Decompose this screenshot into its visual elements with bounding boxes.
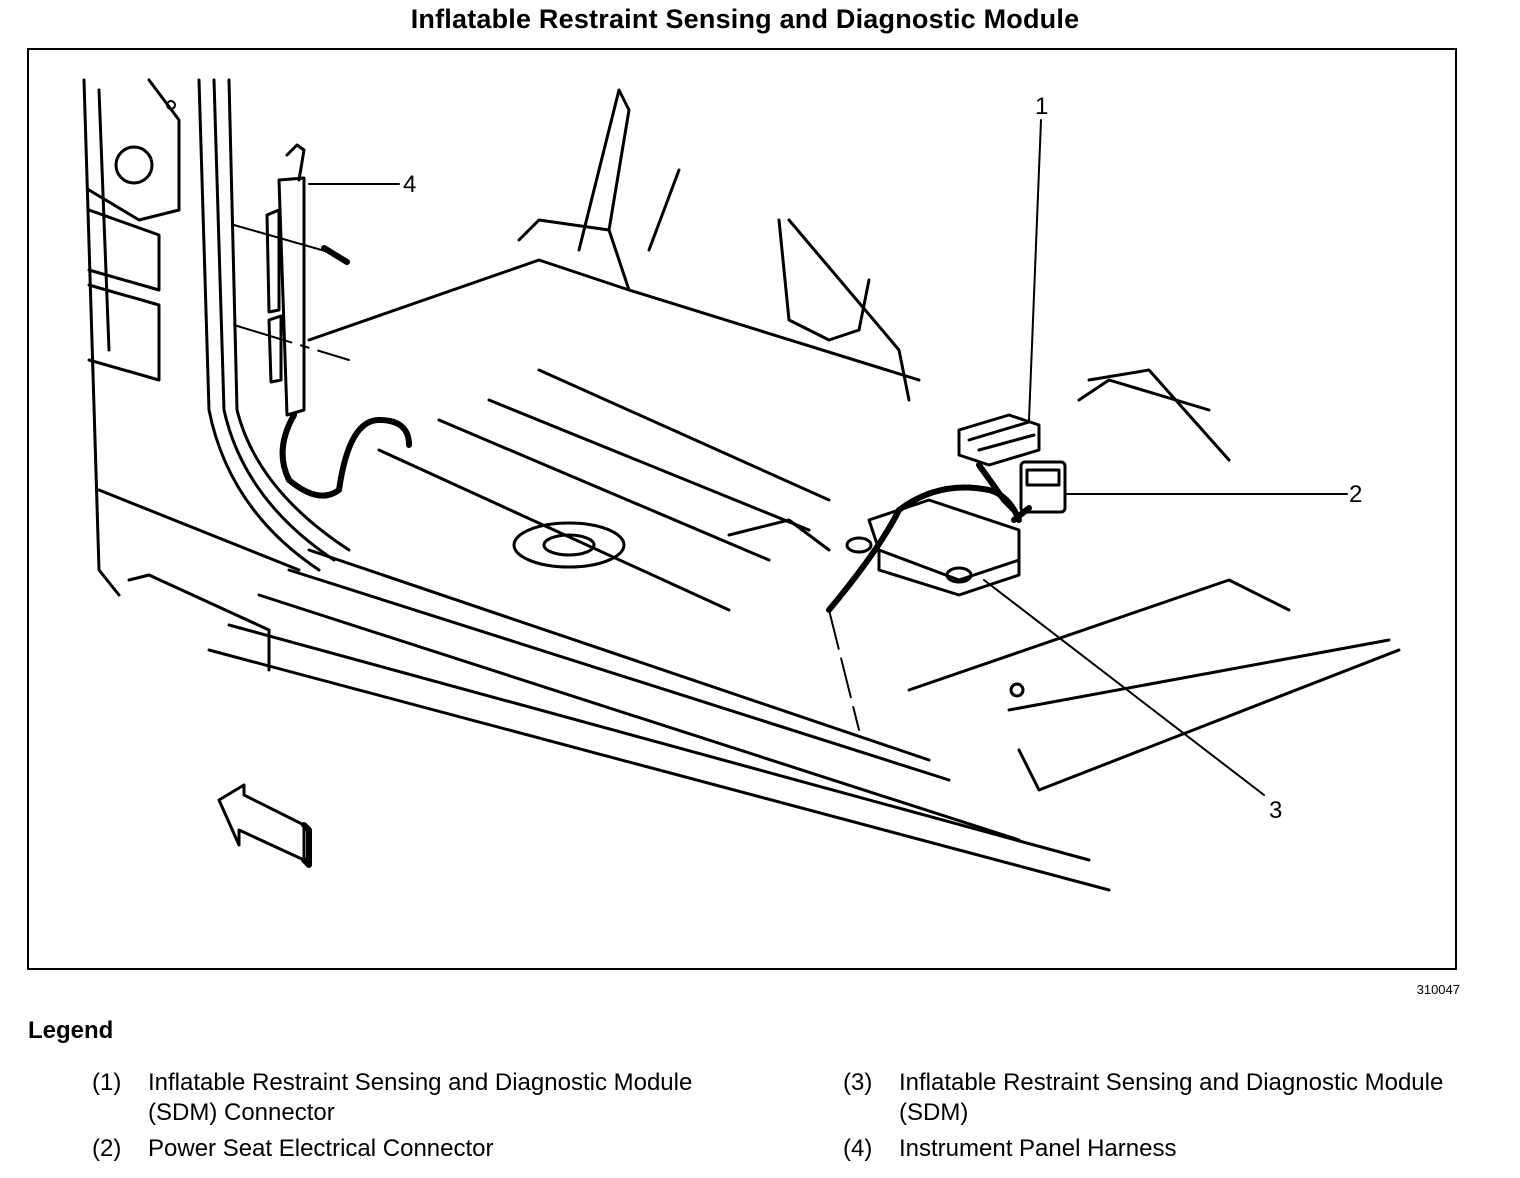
legend-column-right: (3) Inflatable Restraint Sensing and Dia… [843, 1068, 1459, 1170]
floor-pan [127, 88, 1401, 892]
vehicle-floor-illustration: 1 2 3 4 [82, 78, 1401, 892]
legend-label: Inflatable Restraint Sensing and Diagnos… [148, 1069, 693, 1126]
legend-item: (1) Inflatable Restraint Sensing and Dia… [92, 1068, 708, 1128]
legend-label: Power Seat Electrical Connector [148, 1135, 494, 1162]
callout-2: 2 [1349, 481, 1362, 508]
callout-3: 3 [1269, 797, 1282, 824]
legend-label: Inflatable Restraint Sensing and Diagnos… [899, 1069, 1444, 1126]
callout-leaders [308, 119, 1348, 796]
legend-number: (3) [843, 1069, 873, 1096]
power-seat-connector [1011, 460, 1067, 523]
legend-heading: Legend [28, 1017, 114, 1044]
legend-item: (3) Inflatable Restraint Sensing and Dia… [843, 1068, 1459, 1128]
callout-4: 4 [403, 171, 416, 198]
sdm-module [826, 484, 1022, 731]
sdm-connector [957, 413, 1041, 513]
legend-number: (4) [843, 1135, 873, 1162]
illustration-frame: 1 2 3 4 [27, 48, 1457, 970]
legend-column-left: (1) Inflatable Restraint Sensing and Dia… [92, 1068, 708, 1170]
legend-item: (4) Instrument Panel Harness [843, 1134, 1459, 1164]
callout-1: 1 [1035, 93, 1048, 120]
instrument-panel-harness [233, 143, 412, 499]
legend-label: Instrument Panel Harness [899, 1135, 1177, 1162]
diagram-title: Inflatable Restraint Sensing and Diagnos… [410, 4, 1080, 34]
callout-labels: 1 2 3 4 [403, 93, 1362, 824]
figure-id: 310047 [1416, 982, 1460, 997]
legend-number: (2) [92, 1135, 122, 1162]
legend-item: (2) Power Seat Electrical Connector [92, 1134, 708, 1164]
legend-number: (1) [92, 1069, 122, 1096]
front-direction-arrow [217, 783, 312, 868]
door-pillar [82, 78, 351, 597]
